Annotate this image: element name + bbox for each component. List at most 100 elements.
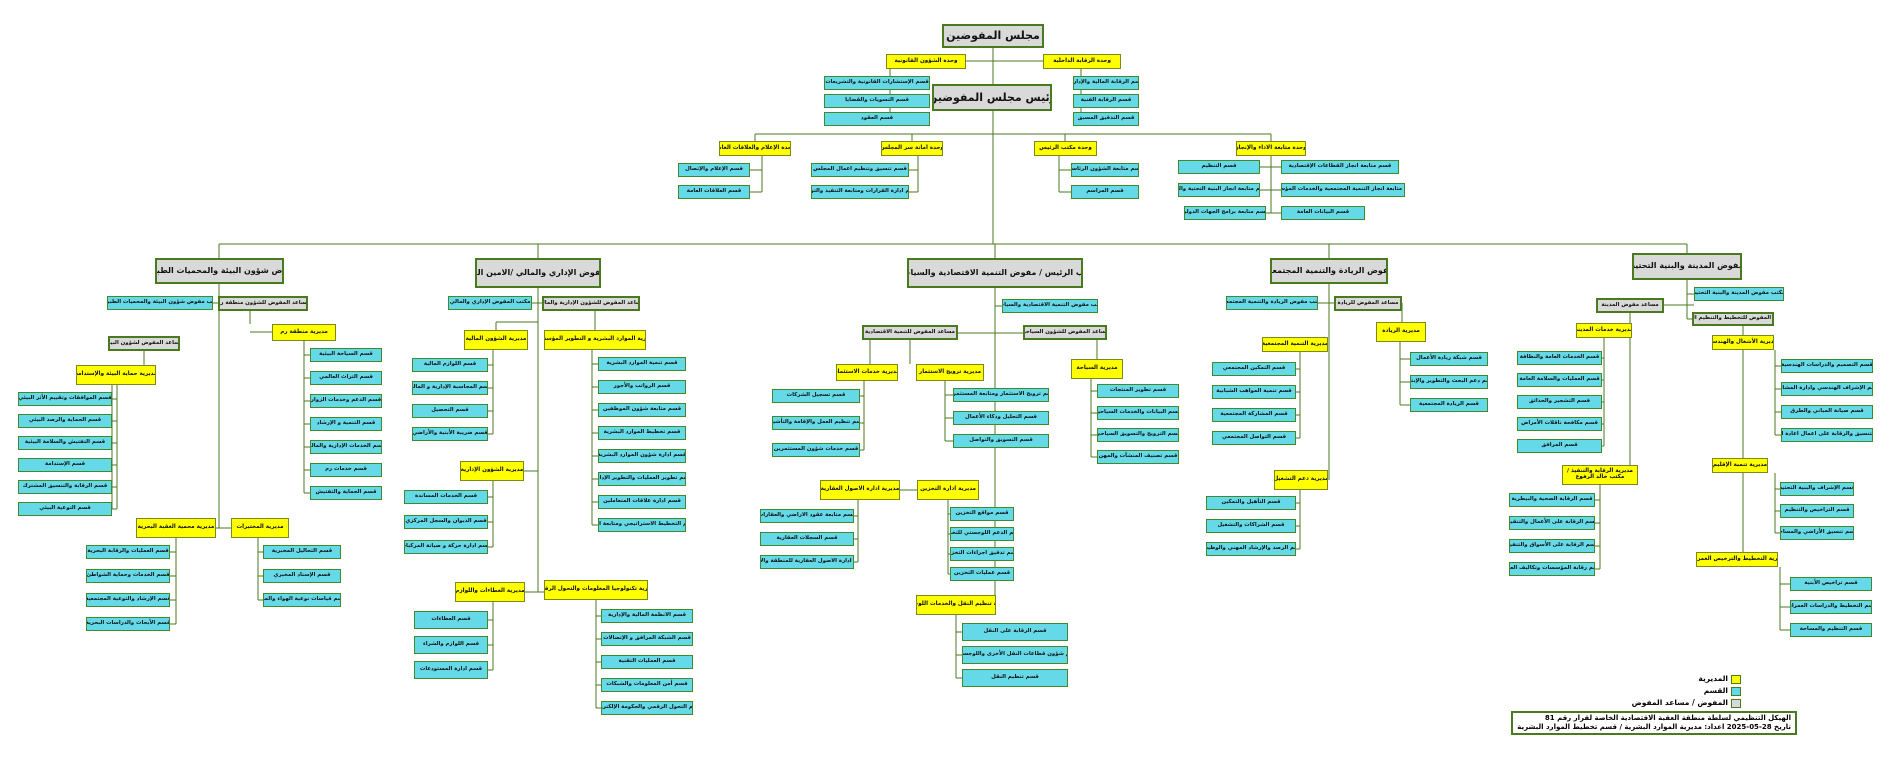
- admin-hr-4: قسم تخطيط الموارد البشرية: [598, 426, 686, 440]
- city-region-3: قسم تنسيق الأراضي والمساحة: [1780, 526, 1854, 540]
- perf-right-sec-1: قسم متابعة انجاز القطاعات الإقتصادية: [1281, 160, 1399, 174]
- env-lab-2: قسم الإسناد المخبري: [263, 569, 341, 583]
- ent-emp-3: قسم الرصد والإرشاد المهني والوظيفي: [1206, 542, 1296, 556]
- econ-storage-1: قسم مواقع التخزين: [950, 507, 1014, 521]
- admin-fin-dir: مديرية الشؤون المالية: [464, 330, 528, 350]
- env-lab-dir: مديرية المختبرات: [231, 518, 289, 538]
- admin-fin-3: قسم التحصيل: [412, 404, 488, 418]
- admin-hr-dir: مديرية الموارد البشرية و التطوير المؤسسي: [544, 330, 646, 350]
- env-lab-1: قسم التحاليل المخبرية: [263, 545, 341, 559]
- econ-land-dir: مديرية ادارة الاصول العقارية: [820, 480, 900, 500]
- admin-fin-4: قسم ضريبة الأبنية والأراضي: [412, 427, 488, 441]
- econ-inv-serv-2: قسم تنظيم العمل والإقامة والتأشيرة: [772, 416, 860, 430]
- admin-tender-dir: مديرية العطاءات واللوازم: [455, 582, 525, 602]
- econ-transport-3: قسم تنظيم النقل: [962, 669, 1068, 687]
- econ-inv-serv-dir: مديرية خدمات الاستثمار: [836, 364, 898, 381]
- internal-audit-unit: وحدة الرقابة الداخلية: [1043, 54, 1121, 69]
- admin-it-2: قسم الشبكة المرافق و الإتصالات: [601, 632, 693, 646]
- env-rum-1: قسم السياحة البيئية: [310, 348, 382, 362]
- env-rum-4: قسم التنمية و الإرشاد: [310, 417, 382, 431]
- ent-ent-1: قسم شبكة ريادة الأعمال: [1410, 352, 1488, 366]
- env-marine-3: قسم الإرشاد والتوعية المجتمعية: [86, 593, 170, 607]
- legal-sec-3: قسم العقود: [824, 112, 930, 126]
- city-office: مكتب مفوض المدينة والبنية التحتية: [1694, 287, 1784, 301]
- ent-asst: مساعد المفوض للريادة: [1334, 296, 1402, 311]
- footer-caption: الهيكل التنظيمي لسلطة منطقة العقبة الاقت…: [1511, 711, 1797, 735]
- ent-ent-2: قسم دعم البحث والتطوير والإبتكار: [1410, 375, 1488, 389]
- city-works-3: قسم صيانة المباني والطرق: [1781, 405, 1873, 419]
- legend-directorate-label: المديرية: [1698, 674, 1728, 683]
- admin-it-dir: مديرية تكنولوجيا المعلومات والتحول الرقم…: [544, 580, 648, 600]
- econ-invest-dir: مديرية ترويج الاستثمار: [916, 364, 984, 381]
- econ-land-3: قسم ادارة الاصول العقارية للمنطقة والإقل…: [760, 555, 854, 569]
- env-lab-3: قسم قياسات نوعية الهواء والمياه: [263, 593, 341, 607]
- perf-left-sec-3: قسم متابعة برامج الجهات الدولية: [1184, 206, 1266, 220]
- econ-tour-2: قسم البيانات والخدمات السياحية: [1097, 406, 1179, 420]
- audit-sec-2: قسم الرقابة الفنية: [1073, 94, 1139, 108]
- admin-hr-7: قسم ادارة علاقات المتعاملين: [598, 495, 686, 509]
- city-services-dir: مديرية خدمات المدينة: [1576, 323, 1632, 338]
- media-unit: وحدة الإعلام والعلاقات العامة: [719, 141, 791, 156]
- ent-comm-4: قسم التواصل المجتمعي: [1212, 431, 1296, 445]
- audit-sec-3: قسم التدقيق المسبق: [1073, 112, 1139, 126]
- admin-commissioner: المفوض الإداري والمالي /الامين العام: [475, 258, 601, 288]
- env-office: مكتب مفوض شؤون البيئة والمحميات الطبيعية: [107, 296, 213, 310]
- footer-line-2: تاريخ 28-05-2025 اعداد: مديرية الموارد ا…: [1517, 723, 1791, 732]
- admin-hr-2: قسم الرواتب والأجور: [598, 380, 686, 394]
- admin-admin-3: قسم ادارة حركة و صيانة المركبات: [404, 540, 488, 554]
- admin-hr-6: قسم تطوير العمليات والتطوير الإداري: [598, 472, 686, 486]
- city-works-dir: مديرية الأشغال والهندسة: [1712, 335, 1774, 350]
- env-marine-4: قسم الأبحاث والدراسات البحرية: [86, 617, 170, 631]
- admin-tender-3: قسم ادارة المستودعات: [414, 661, 488, 679]
- admin-hr-3: قسم متابعة شؤون الموظفين: [598, 403, 686, 417]
- city-works-4: قسم التنسيق والرقابة على اعمال اعادة الأ…: [1781, 428, 1873, 442]
- admin-admin-2: قسم الديوان والسجل المركزي: [404, 515, 488, 529]
- ent-comm-1: قسم التمكين المجتمعي: [1212, 362, 1296, 376]
- audit-sec-1: قسم الرقابة المالية والإدارية: [1073, 76, 1139, 90]
- env-rum-6: قسم خدمات رم: [310, 463, 382, 477]
- ent-office: مكتب مفوض الريادة والتنمية المجتمعية: [1226, 296, 1318, 310]
- city-control-dir: مديرية الرقابة والتنفيذ / مكتب خالد الرف…: [1562, 465, 1638, 485]
- city-commissioner: مفوض المدينة والبنية التحتية: [1632, 253, 1742, 280]
- admin-hr-5: قسم ادارة شؤون الموارد البشرية: [598, 449, 686, 463]
- env-prot-1: قسم الموافقات وتقييم الأثر البيئي: [18, 392, 112, 406]
- env-prot-dir: مديرية حماية البيئة والإستدامة: [76, 365, 156, 385]
- council-box: مجلس المفوضين: [942, 24, 1044, 48]
- legal-unit: وحدة الشؤون القانونية: [886, 54, 966, 69]
- admin-it-4: قسم أمن المعلومات والشبكات: [601, 678, 693, 692]
- econ-transport-2: قسم شؤون قطاعات النقل الأخرى واللوجستيات: [962, 646, 1068, 664]
- city-region-1: قسم الإشراف والبنية التحتية: [1780, 482, 1854, 496]
- media-sec-1: قسم الإعلام والإتصال: [678, 163, 750, 177]
- ent-emp-2: قسم الشراكات والتشغيل: [1206, 519, 1296, 533]
- legal-sec-1: قسم الإستشارات القانونية والتشريعات: [824, 76, 930, 90]
- econ-storage-3: قسم تدقيق اجراءات التخزين: [950, 547, 1014, 561]
- city-works-2: قسم الإشراف الهندسي وادارة المشاريع: [1781, 382, 1873, 396]
- city-services-3: قسم التشجير والحدائق: [1517, 395, 1602, 409]
- ent-ent-3: قسم الريادة المجتمعية: [1410, 398, 1488, 412]
- admin-hr-1: قسم تنمية الموارد البشرية: [598, 357, 686, 371]
- city-planning-1: قسم تراخيص الأبنية: [1790, 577, 1872, 591]
- footer-line-1: الهيكل التنظيمي لسلطة منطقة العقبة الاقت…: [1544, 714, 1791, 722]
- env-marine-2: قسم الخدمات وحماية الشواطئ: [86, 569, 170, 583]
- admin-admin-dir: مديرية الشؤون الإدارية: [460, 461, 524, 481]
- city-region-dir: مديرية تنمية الإقليم: [1712, 458, 1768, 473]
- perf-left-sec-2: قسم متابعة انجاز البنية التحتية والبيئة: [1178, 183, 1260, 197]
- econ-inv-serv-3: قسم خدمات شؤون المستثمرين: [772, 443, 860, 457]
- econ-land-2: قسم السجلات العقارية: [760, 532, 854, 546]
- secretariat-sec-2: قسم ادارة القرارات ومتابعة التنفيذ والتو…: [811, 185, 909, 199]
- econ-land-1: قسم متابعة عقود الاراضي والعقارات: [760, 509, 854, 523]
- city-asst-city: مساعد مفوض المدينة: [1596, 298, 1664, 313]
- env-prot-4: قسم الإستدامة: [18, 458, 112, 472]
- env-prot-6: قسم التوعية البيئي: [18, 502, 112, 516]
- econ-tour-3: قسم الترويج والتسويق السياحي: [1097, 428, 1179, 442]
- econ-storage-4: قسم عمليات التخزين: [950, 567, 1014, 581]
- env-prot-5: قسم الرقابة والتنسيق المشترك: [18, 480, 112, 494]
- admin-asst: مساعد المفوض للشؤون الإدارية والمالية: [542, 296, 640, 311]
- legend-commissioner-label: المفوض / مساعد المفوض: [1631, 698, 1728, 707]
- admin-fin-2: قسم المحاسبة الإدارية و المالية: [412, 381, 488, 395]
- econ-transport-dir: مديرية تنظيم النقل والخدمات اللوجستية: [916, 595, 996, 615]
- econ-office: مكتب مفوض التنمية الاقتصادية والسياحية: [1002, 299, 1098, 313]
- env-marine-1: قسم العمليات والرقابة البحرية: [86, 545, 170, 559]
- admin-fin-1: قسم اللوازم المالية: [412, 358, 488, 372]
- city-planning-3: قسم التنظيم والمساحة: [1790, 623, 1872, 637]
